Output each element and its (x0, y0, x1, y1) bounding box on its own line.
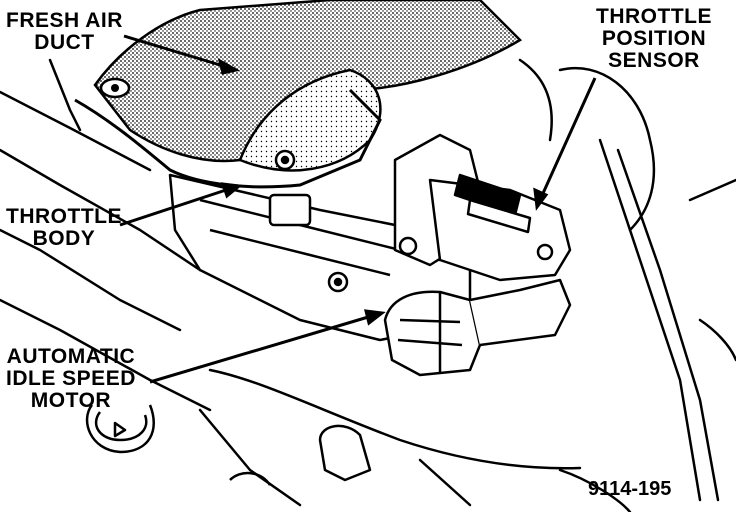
fresh-air-duct-arrow (123, 34, 231, 70)
automatic-idle-speed-motor-label: AUTOMATIC IDLE SPEED MOTOR (6, 345, 136, 412)
throttle-position-sensor-shape (393, 133, 572, 282)
leader-lines (119, 34, 597, 384)
background-structure (0, 58, 736, 512)
throttle-position-sensor-label: THROTTLE POSITION SENSOR (596, 5, 712, 72)
idle-speed-motor-shape (383, 278, 572, 377)
throttle-body-shape (168, 149, 472, 342)
fresh-air-duct-label: FRESH AIR DUCT (6, 9, 123, 54)
lower-components (85, 404, 372, 486)
throttle-body-label: THROTTLE BODY (6, 205, 122, 250)
throttle-position-sensor-arrow (538, 77, 597, 201)
fresh-air-duct-shape (74, 0, 523, 189)
throttle-body-arrow (119, 186, 233, 227)
figure-code: 9114-195 (588, 478, 672, 500)
idle-speed-motor-arrow (149, 313, 376, 384)
